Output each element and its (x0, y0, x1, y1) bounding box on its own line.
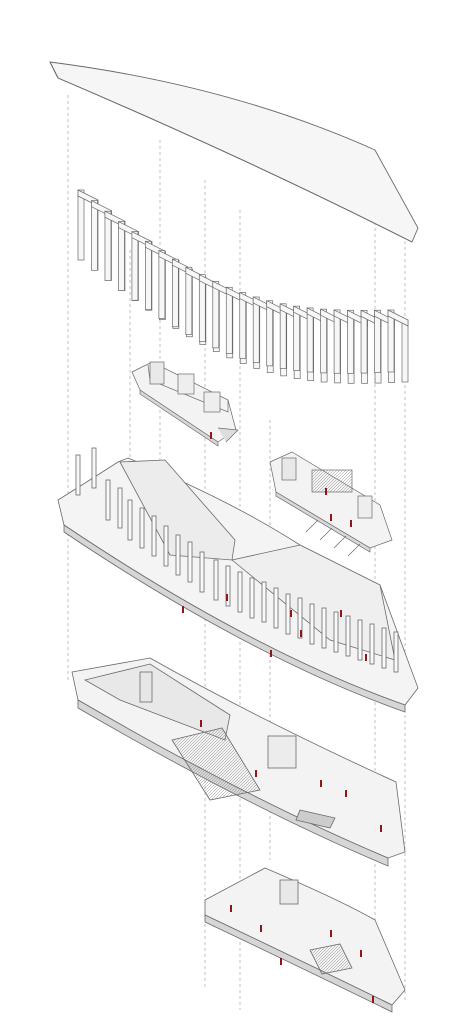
column (91, 447, 97, 489)
column (273, 587, 279, 629)
ground-floor (57, 447, 419, 713)
person (372, 996, 374, 1003)
column (127, 499, 133, 541)
person (270, 650, 272, 657)
column (225, 565, 231, 607)
person (360, 950, 362, 957)
person (345, 790, 347, 797)
basement-floor (204, 867, 406, 1013)
column (163, 525, 169, 567)
person (320, 780, 322, 787)
person (365, 654, 367, 661)
upper-mezzanine-right (269, 451, 393, 557)
column (117, 487, 123, 529)
person (340, 610, 342, 617)
column (345, 615, 351, 657)
lower-floor (71, 657, 406, 867)
person (300, 630, 302, 637)
column (333, 611, 339, 653)
person (210, 432, 212, 439)
column (105, 479, 111, 521)
person (330, 930, 332, 937)
person (350, 520, 352, 527)
person (226, 594, 228, 601)
human-figures (182, 432, 382, 1003)
person (230, 905, 232, 912)
column (249, 577, 255, 619)
column (213, 559, 219, 601)
column (357, 619, 363, 661)
person (290, 610, 292, 617)
person (325, 488, 327, 495)
column (175, 534, 181, 576)
column (297, 597, 303, 639)
person (380, 825, 382, 832)
person (182, 606, 184, 613)
column (237, 571, 243, 613)
column (381, 627, 387, 669)
column (321, 607, 327, 649)
column (187, 541, 193, 583)
column (393, 631, 399, 673)
column (369, 623, 375, 665)
person (255, 770, 257, 777)
column (151, 515, 157, 557)
structural-frames (77, 189, 409, 384)
person (330, 514, 332, 521)
column (139, 507, 145, 549)
column (261, 581, 267, 623)
column (309, 603, 315, 645)
column (75, 454, 81, 496)
column (285, 593, 291, 635)
roof-slab (49, 61, 419, 243)
person (280, 958, 282, 965)
person (260, 925, 262, 932)
frame (387, 309, 409, 383)
column (199, 551, 205, 593)
person (200, 720, 202, 727)
ground-floor-columns (75, 447, 399, 673)
upper-mezzanine-left (131, 361, 239, 447)
